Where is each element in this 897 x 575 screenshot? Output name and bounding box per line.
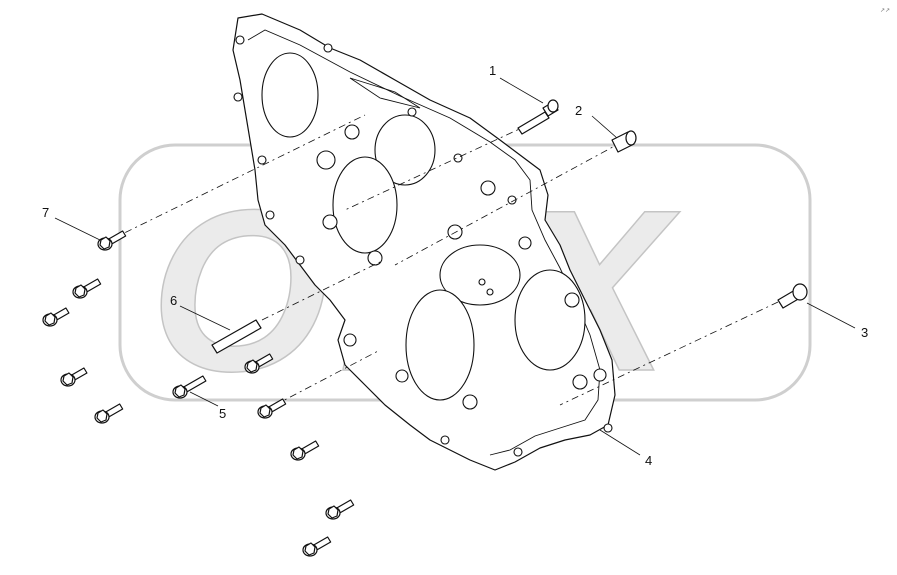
timing-cover-plate (232, 13, 616, 471)
boss-13 (343, 333, 357, 347)
callout-2: 2 (575, 103, 582, 118)
callout-1: 1 (489, 63, 496, 78)
boss-7 (518, 236, 532, 250)
flange-bolt-9 (290, 440, 320, 461)
flange-bolt-head (44, 312, 56, 326)
flange-bolt-5 (94, 403, 124, 424)
upper-left-opening (261, 52, 319, 138)
flange-bolt-2 (72, 278, 102, 299)
leader-2 (591, 115, 618, 139)
leader-5 (189, 391, 219, 407)
leader-7 (54, 217, 101, 241)
bolt-hole-2 (233, 92, 243, 102)
boss-12 (395, 369, 409, 383)
lower-opening (405, 289, 475, 401)
assembly-centerlines (109, 114, 779, 406)
dowel-pin-part-6 (211, 319, 262, 354)
leader-3 (806, 302, 856, 329)
boss-9 (593, 368, 607, 382)
flange-bolt-head (246, 359, 258, 373)
leader-lines (54, 77, 856, 456)
callout-3: 3 (861, 325, 868, 340)
top-bracket (349, 77, 421, 109)
flange-bolt-7 (244, 353, 274, 374)
boss-11 (462, 394, 478, 410)
centerline-3 (559, 301, 779, 406)
bolt-group-part-5 (42, 230, 355, 557)
boss-1 (316, 150, 336, 170)
bolt-hole-1 (235, 35, 245, 45)
corner-mark: ↗↗ (880, 8, 890, 14)
bolt-hole-6 (323, 43, 333, 53)
bolt-hole-8 (453, 153, 463, 163)
callout-4: 4 (645, 453, 652, 468)
flange-bolt-11 (302, 536, 332, 557)
boss-8 (564, 292, 580, 308)
boss-5 (447, 224, 463, 240)
center-opening (332, 156, 398, 254)
centerline-7 (109, 114, 366, 241)
bolt-hole-4 (265, 210, 275, 220)
bolt-hole-3 (257, 155, 267, 165)
flange-bolt-head (304, 542, 316, 556)
flange-bolt-head (259, 404, 271, 418)
flange-bolt-head (99, 236, 111, 250)
callout-7: 7 (42, 205, 49, 220)
bolt-hole-11 (513, 447, 523, 457)
centerline-6 (261, 261, 381, 321)
boss-10 (572, 374, 588, 390)
centerline-2 (394, 141, 623, 266)
leader-6 (179, 305, 231, 331)
boss-2 (344, 124, 360, 140)
boss-3 (322, 214, 338, 230)
bolt-hole-12 (603, 423, 613, 433)
leader-4 (599, 429, 641, 456)
lower-right-opening (514, 269, 586, 371)
flange-bolt-head (292, 446, 304, 460)
flange-bolt-6 (172, 375, 207, 399)
boss-6 (480, 180, 496, 196)
dowel-hole-b (486, 288, 494, 296)
bolt-3-head (792, 283, 808, 301)
bolt-1-shank (517, 111, 550, 135)
cover-inner-edge (247, 29, 601, 456)
upper-center-opening (374, 114, 436, 186)
bolt-hole-9 (507, 195, 517, 205)
bolt-1-head (547, 99, 559, 113)
callout-6: 6 (170, 293, 177, 308)
flange-bolt-8 (257, 398, 287, 419)
plug-part-2 (611, 130, 637, 153)
plug-2-end (625, 130, 637, 146)
flange-bolt-3 (42, 307, 70, 327)
flange-bolt-4 (60, 367, 88, 387)
right-opening (439, 244, 521, 306)
leader-1 (499, 77, 544, 104)
flange-bolt-head (62, 372, 74, 386)
flange-bolt-10 (325, 499, 355, 520)
boss-4 (367, 250, 383, 266)
dowel-hole-a (478, 278, 486, 286)
dowel-6-body (211, 319, 262, 354)
flange-bolt-head (74, 284, 86, 298)
callout-labels: 1 2 3 4 5 6 7 (42, 63, 868, 468)
flange-bolt-head (96, 409, 108, 423)
bolt-part-1 (517, 99, 559, 135)
flange-bolt-head (174, 384, 186, 398)
bolt-part-3 (777, 283, 808, 309)
flange-bolt-1 (97, 230, 127, 251)
centerline-5 (274, 349, 381, 406)
callout-5: 5 (219, 406, 226, 421)
cover-outline (232, 13, 616, 471)
flange-bolt-head (327, 505, 339, 519)
bolt-hole-7 (407, 107, 417, 117)
bolt-hole-10 (440, 435, 450, 445)
bolt-hole-5 (295, 255, 305, 265)
